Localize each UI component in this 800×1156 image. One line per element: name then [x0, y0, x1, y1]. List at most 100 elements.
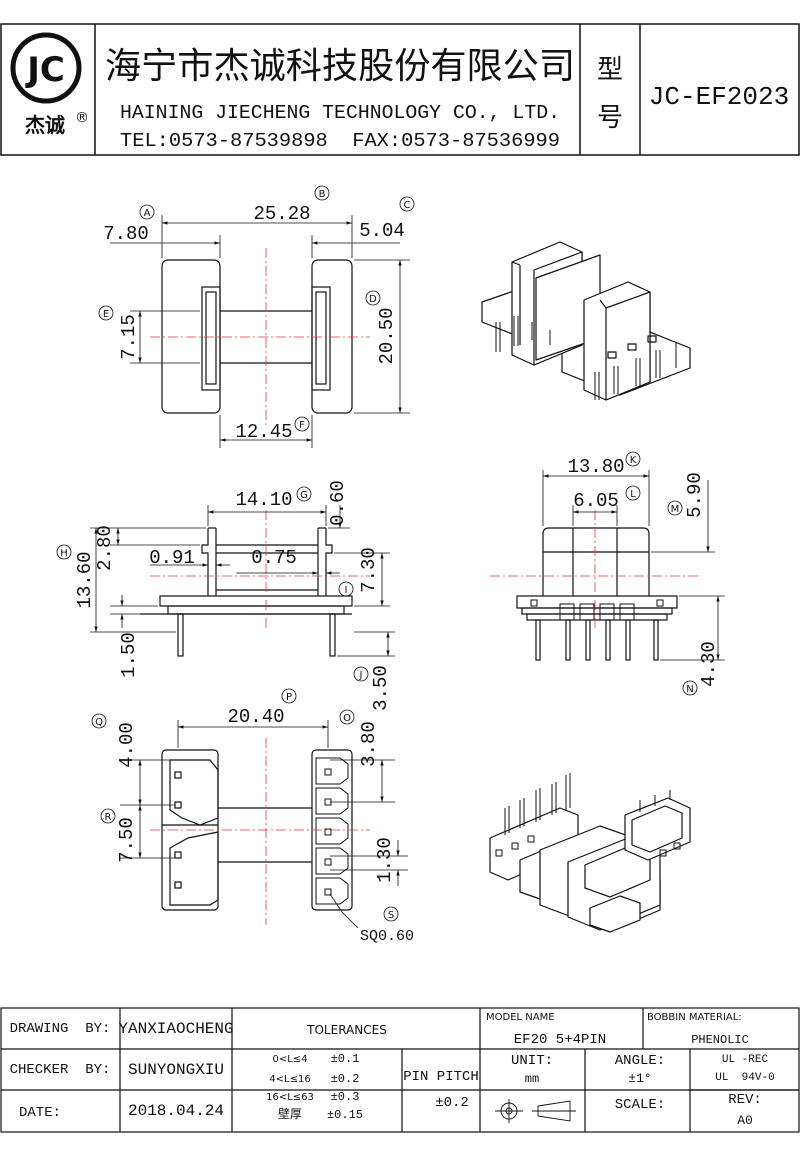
- checker-by-label: CHECKER BY:: [10, 1062, 111, 1078]
- marker-s: S: [383, 906, 399, 922]
- model-label-1: 型: [597, 55, 623, 85]
- dim-5-04: 5.04: [359, 220, 405, 242]
- date-label: DATE:: [19, 1105, 61, 1121]
- header: [0, 23, 800, 156]
- marker-o: O: [339, 709, 355, 725]
- marker-f: F: [294, 416, 310, 432]
- dim-5-90: 5.90: [684, 472, 706, 518]
- dim-7-80: 7.80: [103, 223, 149, 245]
- logo-sub: 杰诚: [25, 113, 65, 137]
- svg-text:F: F: [299, 420, 305, 431]
- svg-text:P: P: [286, 692, 292, 703]
- dim-0-60: 0.60: [327, 480, 349, 526]
- checker-by-value: SUNYONGXIU: [128, 1061, 224, 1079]
- svg-text:G: G: [300, 490, 308, 501]
- marker-h: H: [56, 544, 72, 560]
- side-view: [90, 505, 395, 657]
- model-name-label: MODEL NAME: [486, 1012, 555, 1023]
- dim-1-30: 1.30: [374, 837, 396, 883]
- svg-text:B: B: [319, 189, 326, 200]
- angle-value: ±1°: [628, 1071, 651, 1086]
- unit-label: UNIT:: [511, 1053, 553, 1069]
- dim-13-60: 13.60: [74, 551, 96, 608]
- svg-text:H: H: [60, 548, 68, 559]
- marker-p: P: [281, 688, 297, 704]
- tol-range-2: 4<L≤16: [269, 1074, 310, 1085]
- scale-label: SCALE:: [615, 1097, 665, 1113]
- dim-3-50: 3.50: [370, 665, 392, 711]
- rev-label: REV:: [728, 1092, 762, 1108]
- isometric-view-bottom: [489, 773, 691, 933]
- angle-label: ANGLE:: [615, 1053, 665, 1069]
- svg-text:L: L: [630, 489, 636, 500]
- tol-range-1: 0<L≤4: [272, 1054, 307, 1065]
- registered-mark: ®: [75, 110, 89, 126]
- svg-text:E: E: [103, 309, 109, 320]
- ul-rec: UL -REC: [722, 1054, 769, 1066]
- svg-text:K: K: [630, 455, 637, 466]
- pin-size-note: SQ0.60: [360, 928, 414, 945]
- dim-13-80: 13.80: [567, 456, 624, 478]
- dim-7-50: 7.50: [116, 817, 138, 863]
- title-block: [0, 1007, 800, 1133]
- date-value: 2018.04.24: [128, 1102, 224, 1120]
- dim-0-75: 0.75: [251, 547, 297, 569]
- company-name-en: HAINING JIECHENG TECHNOLOGY CO., LTD.: [120, 102, 560, 124]
- marker-d: D: [365, 290, 381, 306]
- tol-value-1: ±0.1: [331, 1052, 360, 1066]
- svg-text:S: S: [388, 910, 394, 921]
- svg-text:A: A: [144, 208, 151, 219]
- marker-l: L: [625, 485, 641, 501]
- marker-n: N: [682, 680, 698, 696]
- marker-b: B: [314, 185, 330, 201]
- marker-e: E: [98, 305, 114, 321]
- tol-value-3: ±0.3: [331, 1090, 360, 1104]
- rev-value: A0: [737, 1113, 753, 1128]
- marker-q: Q: [91, 713, 107, 729]
- svg-text:N: N: [686, 684, 693, 695]
- material-label: BOBBIN MATERIAL:: [647, 1012, 742, 1023]
- svg-text:C: C: [404, 200, 411, 211]
- svg-text:O: O: [343, 713, 351, 724]
- marker-c: C: [399, 196, 415, 212]
- svg-text:I: I: [345, 585, 348, 596]
- model-name-value: EF20 5+4PIN: [514, 1032, 606, 1048]
- tol-value-2: ±0.2: [331, 1072, 360, 1086]
- dim-7-15: 7.15: [118, 314, 140, 360]
- marker-a: A: [139, 204, 155, 220]
- top-view: [110, 215, 410, 448]
- dim-2-80: 2.80: [94, 525, 116, 571]
- logo-text: JC: [25, 50, 65, 90]
- marker-r: R: [100, 808, 116, 824]
- projection-symbol-icon: [495, 1099, 576, 1123]
- svg-text:Q: Q: [95, 717, 103, 728]
- marker-g: G: [296, 486, 312, 502]
- dim-12-45: 12.45: [235, 421, 292, 443]
- tolerance-table: 0<L≤4 ±0.1 4<L≤16 ±0.2 16<L≤63 ±0.3 壁厚 ±…: [266, 1052, 363, 1122]
- dim-3-80: 3.80: [358, 721, 380, 767]
- company-logo: JC 杰诚 ®: [10, 32, 89, 137]
- tol-value-4: ±0.15: [327, 1108, 363, 1122]
- dim-4-30: 4.30: [698, 641, 720, 687]
- marker-m: M: [667, 500, 683, 516]
- dim-1-50: 1.50: [118, 632, 140, 678]
- drawing-by-label: DRAWING BY:: [10, 1021, 111, 1037]
- svg-text:D: D: [369, 294, 377, 305]
- end-view: [490, 470, 725, 661]
- tol-range-3: 16<L≤63: [266, 1092, 314, 1103]
- isometric-view-top: [481, 241, 691, 401]
- unit-value: mm: [525, 1072, 539, 1086]
- company-name-cn: 海宁市杰诚科技股份有限公司: [105, 46, 575, 87]
- model-code: JC-EF2023: [649, 82, 789, 112]
- model-label-2: 号: [597, 103, 623, 133]
- svg-text:J: J: [359, 670, 363, 681]
- tolerances-label: TOLERANCES: [306, 1023, 387, 1037]
- drawing-by-value: YANXIAOCHENG: [118, 1020, 233, 1038]
- pin-pitch-value: ±0.2: [435, 1095, 469, 1111]
- dim-4-00: 4.00: [116, 722, 138, 768]
- dim-20-40: 20.40: [227, 706, 284, 728]
- pin-pitch-label: PIN PITCH: [403, 1069, 479, 1085]
- marker-k: K: [625, 451, 641, 467]
- marker-j: J: [353, 666, 369, 682]
